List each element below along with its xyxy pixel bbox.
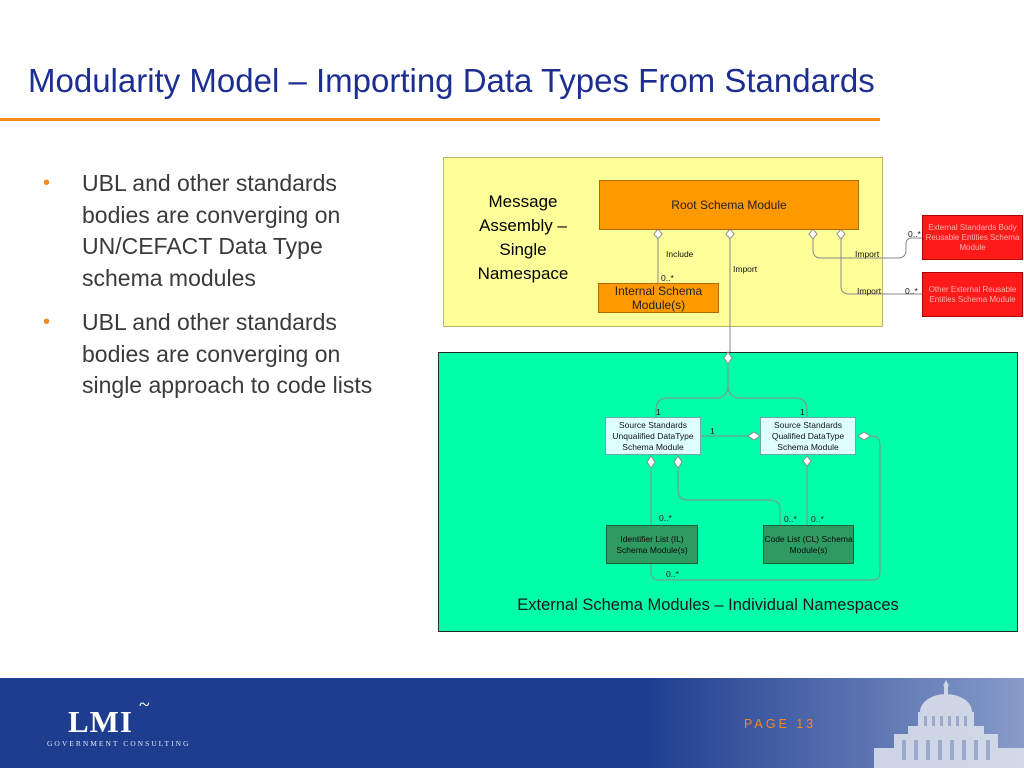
aggregation-diamond <box>808 228 818 240</box>
external-modules-region <box>438 352 1018 632</box>
import-label: Import <box>855 249 880 259</box>
bullet-marker: • <box>43 172 51 194</box>
internal-schema-module: Internal Schema Module(s) <box>598 283 719 313</box>
title-underline <box>0 118 880 121</box>
include-label: Include <box>666 249 694 259</box>
multiplicity-label: 0..* <box>905 286 918 296</box>
slide-title: Modularity Model – Importing Data Types … <box>28 62 875 99</box>
aggregation-diamond <box>747 431 761 441</box>
aggregation-diamond <box>723 351 733 365</box>
source-qualified-datatype-module: Source Standards Qualified DataType Sche… <box>760 417 856 455</box>
aggregation-diamond <box>653 228 663 240</box>
page-number: PAGE 13 <box>744 717 817 731</box>
multiplicity-label: 1 <box>710 426 715 436</box>
aggregation-diamond <box>836 228 846 240</box>
bullet-item: • UBL and other standards bodies are conv… <box>40 307 385 402</box>
aggregation-diamond <box>802 455 812 467</box>
bullet-list: • UBL and other standards bodies are conv… <box>40 168 385 415</box>
external-modules-caption: External Schema Modules – Individual Nam… <box>517 596 899 614</box>
message-assembly-label: Message Assembly – Single Namespace <box>477 192 569 283</box>
bullet-text: UBL and other standards bodies are conve… <box>82 170 341 291</box>
footer-bar: LMI ~ GOVERNMENT CONSULTING PAGE 13 <box>0 678 1024 768</box>
lmi-logo-mark: ~ <box>139 694 150 716</box>
root-schema-module: Root Schema Module <box>599 180 859 230</box>
code-list-module: Code List (CL) Schema Module(s) <box>763 525 854 564</box>
import-label: Import <box>733 264 758 274</box>
multiplicity-label: 0..* <box>908 229 921 239</box>
multiplicity-label: 0..* <box>784 514 797 524</box>
multiplicity-label: 0..* <box>661 273 674 283</box>
bullet-item: • UBL and other standards bodies are conv… <box>40 168 385 294</box>
multiplicity-label: 1 <box>656 407 661 417</box>
external-standards-module: External Standards Body Reusable Entitie… <box>922 215 1023 260</box>
multiplicity-label: 0..* <box>666 569 679 579</box>
multiplicity-label: 0..* <box>659 513 672 523</box>
capitol-dome-icon <box>874 680 1024 768</box>
identifier-list-module: Identifier List (IL) Schema Module(s) <box>606 525 698 564</box>
bullet-text: UBL and other standards bodies are conve… <box>82 309 373 398</box>
logo-subtitle: GOVERNMENT CONSULTING <box>47 739 191 748</box>
aggregation-diamond <box>673 455 683 469</box>
multiplicity-label: 1 <box>800 407 805 417</box>
source-unqualified-datatype-module: Source Standards Unqualified DataType Sc… <box>605 417 701 455</box>
aggregation-diamond <box>725 228 735 240</box>
other-external-module: Other External Reusable Entities Schema … <box>922 272 1023 317</box>
aggregation-diamond <box>646 455 656 469</box>
import-label: Import <box>857 286 882 296</box>
multiplicity-label: 0..* <box>811 514 824 524</box>
aggregation-diamond <box>857 431 871 441</box>
lmi-logo: LMI <box>68 704 133 739</box>
bullet-marker: • <box>43 311 51 333</box>
